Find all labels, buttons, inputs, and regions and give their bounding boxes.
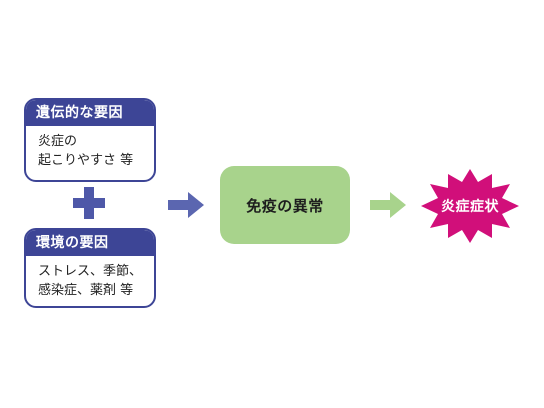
- genetic-factor-card: 遺伝的な要因 炎症の 起こりやすさ 等: [24, 98, 156, 182]
- starburst-shape: [421, 169, 519, 243]
- plus-icon: [73, 187, 105, 219]
- environment-factor-title: 環境の要因: [26, 230, 154, 256]
- inflammation-symptoms-label: 炎症症状: [441, 199, 499, 215]
- genetic-factor-title: 遺伝的な要因: [26, 100, 154, 126]
- genetic-factor-line: 起こりやすさ 等: [38, 153, 134, 168]
- environment-factor-card: 環境の要因 ストレス、季節、 感染症、薬剤 等: [24, 228, 156, 308]
- genetic-factor-body: 炎症の 起こりやすさ 等: [26, 126, 154, 170]
- immune-abnormality-label: 免疫の異常: [246, 196, 324, 215]
- genetic-factor-line: 炎症の: [38, 134, 78, 149]
- environment-factor-line: ストレス、季節、: [38, 264, 143, 279]
- immune-abnormality-box: 免疫の異常: [220, 166, 350, 244]
- environment-factor-line: 感染症、薬剤 等: [38, 283, 134, 298]
- environment-factor-body: ストレス、季節、 感染症、薬剤 等: [26, 256, 154, 300]
- right-arrow-icon: [168, 192, 204, 218]
- right-arrow-icon: [370, 192, 406, 218]
